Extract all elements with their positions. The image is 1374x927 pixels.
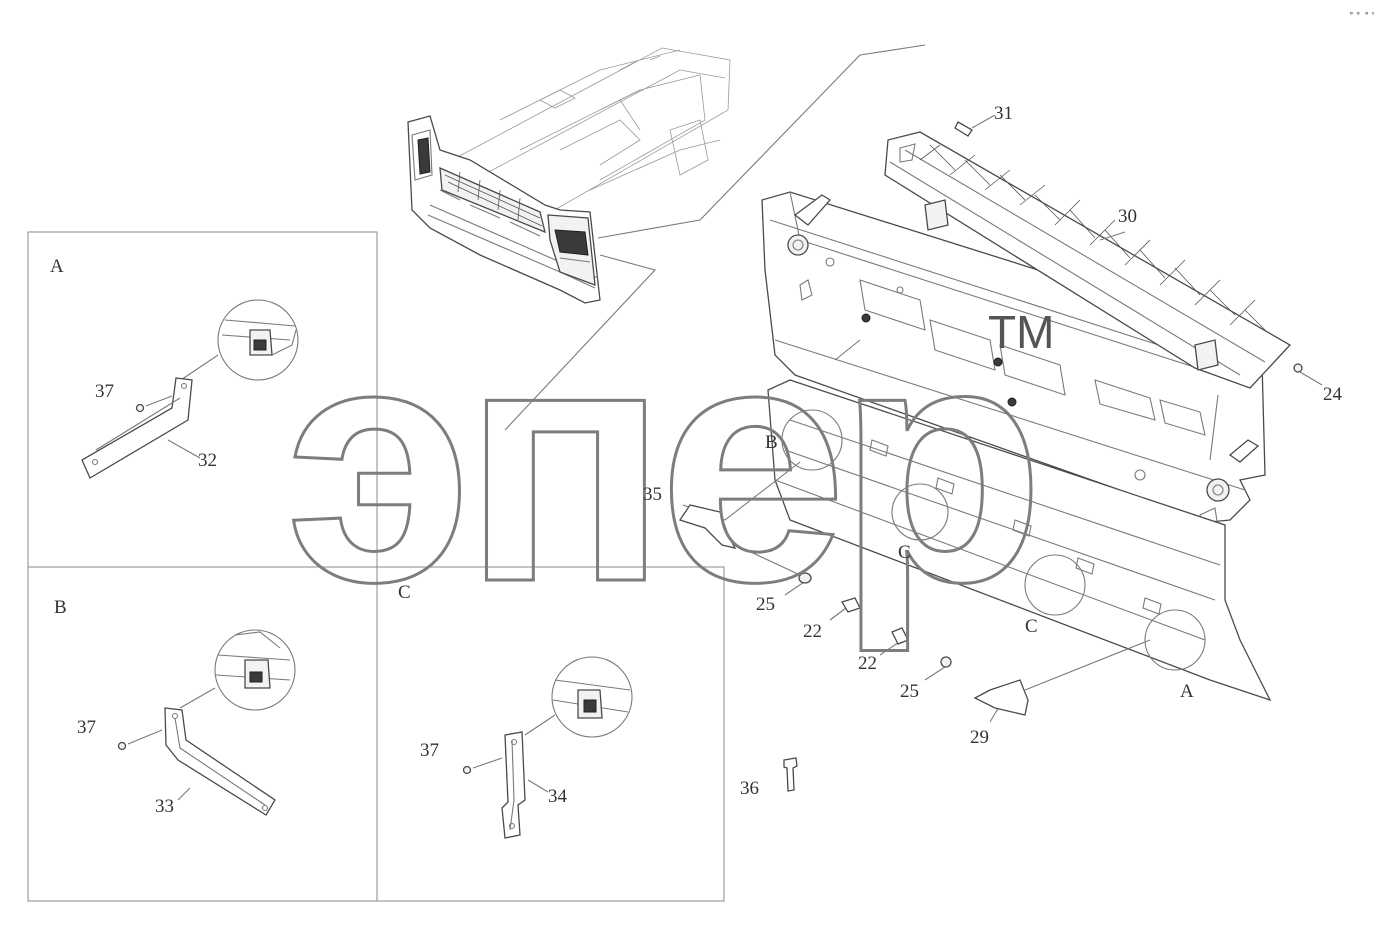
view-b-screw-label: 37 [77,717,96,738]
view-a-bracket-label: 32 [198,450,217,471]
bracket-33-shape [164,707,276,816]
screw-31-shape [954,121,973,137]
watermark: эпер TM [284,272,1055,656]
view-c-bracket-label: 34 [548,786,568,807]
marker-c2-label: C [1025,616,1038,637]
bolt-right-label: 22 [858,653,877,674]
bolt-left-label: 22 [803,621,822,642]
view-a-label: A [50,256,64,277]
fasteners [678,121,1303,792]
bracket-32-shape [81,377,193,479]
grommet-right-label: 25 [900,681,919,702]
callouts: A 37 32 B 37 33 C 37 34 31 30 24 35 B C … [50,103,1343,817]
top-screw-label: 31 [994,103,1013,124]
detail-marker-b-circle [781,409,843,471]
watermark-text: эпер [285,273,1035,654]
watermark-tm: TM [988,306,1054,358]
detail-c-contents [462,656,633,839]
bolt-22-right-shape [891,627,909,645]
cover-29-shape [973,679,1029,716]
view-c-label: C [398,582,411,603]
bumper-assembly [761,191,1272,702]
fastener-24-shape [1293,363,1303,373]
loose-bolt-label: 36 [740,778,759,799]
bolt-36-shape [783,757,798,792]
marker-c1-label: C [898,542,911,563]
left-cover-label: 35 [643,484,662,505]
view-c-screw-label: 37 [420,740,439,761]
detail-a-contents [81,299,299,479]
grommet-25-left-shape [798,572,812,584]
detail-marker-a-circle [1144,609,1206,671]
right-cover-label: 29 [970,727,989,748]
detail-frames [27,231,725,902]
view-b-bracket-label: 33 [155,796,174,817]
detail-marker-c2-circle [1024,554,1086,616]
view-a-screw-label: 37 [95,381,114,402]
corner-mark: ⚬⚬ ⚬⚬ [1348,9,1374,18]
bolt-22-left-shape [841,597,861,613]
vehicle-overview [407,44,926,431]
detail-frame-c [376,566,725,902]
marker-b-label: B [765,432,778,453]
grommet-left-label: 25 [756,594,775,615]
detail-b-contents [117,629,296,816]
marker-a-label: A [1180,681,1194,702]
view-b-label: B [54,597,67,618]
detail-marker-c1-circle [891,483,949,541]
grille-fastener-label: 24 [1323,384,1343,405]
grille-label: 30 [1118,206,1137,227]
grommet-25-right-shape [940,656,952,668]
grille-part [884,131,1292,389]
cover-35-shape [678,504,737,549]
